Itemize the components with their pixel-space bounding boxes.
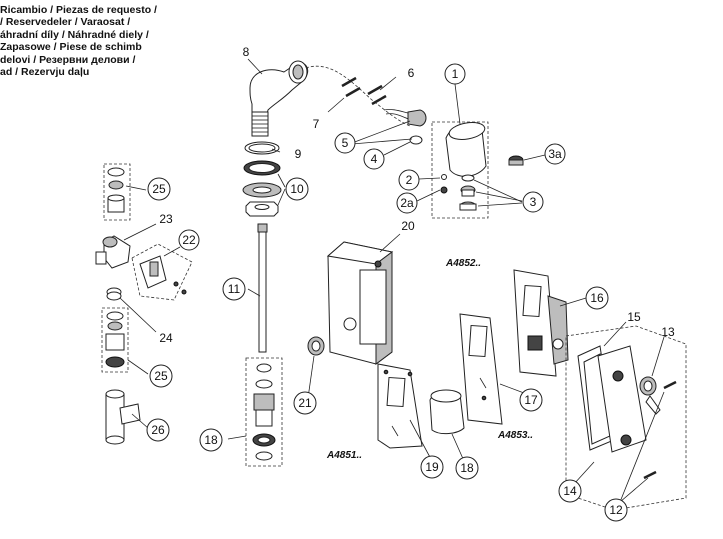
callout-18-kit-label: 18	[204, 433, 218, 447]
callout-25-bottom: 25	[149, 364, 173, 388]
callout-26-label: 26	[151, 423, 165, 437]
callout-16-label: 16	[590, 291, 604, 305]
header-line: Ricambio / Piezas de requesto /	[0, 4, 157, 16]
part-25-bottom-fittings	[105, 311, 125, 368]
part-13-knob	[639, 376, 661, 415]
part-4-ring	[409, 135, 423, 145]
header-line: ad / Rezervju daļu	[0, 66, 90, 79]
header-line: / Reservedeler / Varaosat /	[0, 16, 131, 29]
kit-box-22	[131, 243, 193, 301]
callout-11: 11	[222, 277, 246, 301]
callout-7-label: 7	[313, 117, 320, 131]
callout-8-label: 8	[243, 45, 250, 59]
part-25-top-fittings	[107, 167, 125, 213]
header-line: delovi / Резервни делови /	[0, 53, 136, 66]
kit-box-25-top	[103, 163, 131, 221]
callout-17: 17	[519, 388, 543, 412]
callout-3a: 3a	[544, 143, 566, 165]
kit-box-25-bottom	[101, 307, 129, 373]
callout-19-label: 19	[425, 460, 439, 474]
callout-3a-label: 3a	[548, 147, 562, 161]
kit-box-1-3	[431, 121, 489, 219]
kit-box-18	[245, 357, 283, 467]
callout-19: 19	[420, 455, 444, 479]
header-line: Zapasowe / Piese de schimb	[0, 41, 142, 54]
callout-24-label: 24	[159, 331, 173, 345]
model-label-a4852: A4852..	[445, 258, 481, 269]
callout-4-label: 4	[371, 152, 378, 166]
callout-12: 12	[604, 498, 628, 522]
header-line: áhradní díly / Náhradné diely /	[0, 28, 149, 41]
callout-14: 14	[558, 479, 582, 503]
callout-21: 21	[293, 391, 317, 415]
callout-18-cover-label: 18	[460, 461, 474, 475]
part-14-plate	[597, 345, 647, 453]
callout-9-label: 9	[295, 147, 302, 161]
callout-3-label: 3	[530, 195, 537, 209]
callout-26: 26	[146, 418, 170, 442]
part-12-screws	[643, 380, 677, 480]
callout-2a: 2a	[396, 192, 418, 214]
callout-25-top: 25	[147, 177, 171, 201]
callout-12-label: 12	[609, 503, 623, 517]
part-23-valve-body	[95, 235, 131, 269]
model-label-a4851: A4851..	[326, 450, 362, 461]
callout-22-label: 22	[182, 233, 196, 247]
part-26-tee-valve	[105, 389, 141, 445]
callout-1: 1	[444, 63, 466, 85]
callout-1-label: 1	[452, 67, 459, 81]
part-22-solenoid	[139, 255, 187, 295]
header-text-block: Ricambio / Piezas de requesto / / Reserv…	[0, 4, 157, 78]
leader-lines	[119, 58, 665, 503]
part-18-cover-block	[429, 389, 465, 435]
callout-2a-label: 2a	[400, 196, 414, 210]
part-17-mounting-plate	[459, 313, 503, 425]
callout-2: 2	[398, 169, 420, 191]
part-19-mounting-plate	[377, 363, 423, 449]
part-3-fittings	[459, 174, 477, 211]
part-1-cylinder	[445, 122, 487, 177]
callout-13-label: 13	[661, 325, 675, 339]
model-label-a4853: A4853..	[497, 430, 533, 441]
part-18-fittings-kit	[252, 363, 276, 461]
callout-17-label: 17	[524, 393, 538, 407]
part-6-7-pins	[341, 76, 387, 106]
part-9-o-ring	[244, 141, 280, 155]
part-10-washer-nut	[242, 160, 282, 217]
part-8-spout	[249, 60, 411, 137]
part-3a-cap	[508, 155, 524, 166]
callout-25-top-label: 25	[152, 182, 166, 196]
callout-18-cover: 18	[455, 456, 479, 480]
callout-21-label: 21	[298, 396, 312, 410]
part-20-housing	[326, 241, 394, 365]
callout-10-label: 10	[290, 182, 304, 196]
callout-16: 16	[585, 286, 609, 310]
callout-14-label: 14	[563, 484, 577, 498]
part-11-threaded-rod	[257, 223, 268, 353]
callout-10: 10	[285, 177, 309, 201]
callout-3: 3	[522, 191, 544, 213]
callout-6-label: 6	[408, 66, 415, 80]
part-21-grommet	[307, 336, 325, 356]
callout-4: 4	[363, 148, 385, 170]
part-2-screw	[440, 174, 448, 194]
callout-23-label: 23	[159, 212, 173, 226]
callout-5: 5	[334, 132, 356, 154]
callout-2-label: 2	[406, 173, 413, 187]
part-5-sensor-cable	[383, 109, 427, 127]
callout-11-label: 11	[228, 282, 241, 296]
callout-22: 22	[178, 229, 200, 251]
callout-15-label: 15	[627, 310, 641, 324]
callout-20-label: 20	[401, 219, 415, 233]
callout-18-kit: 18	[199, 428, 223, 452]
callout-5-label: 5	[342, 136, 349, 150]
part-16-valve-assembly	[513, 269, 569, 377]
callout-25-bottom-label: 25	[154, 369, 168, 383]
part-24-washer	[106, 287, 122, 301]
